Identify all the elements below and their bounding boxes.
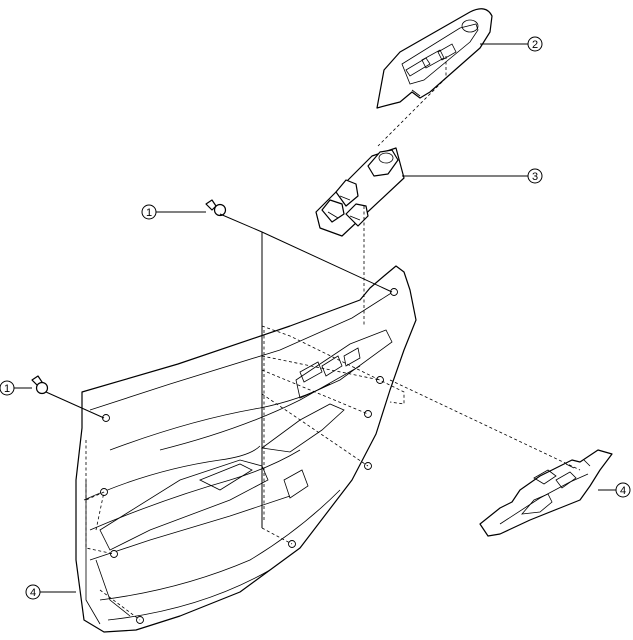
window-switch-block — [315, 147, 405, 237]
clip-upper — [205, 199, 227, 217]
callout-4-left: 4 — [25, 584, 41, 600]
callout-4-right-label: 4 — [620, 485, 626, 497]
callout-4-left-label: 4 — [30, 587, 36, 599]
door-trim-panel — [75, 265, 417, 633]
callout-4-right: 4 — [615, 482, 631, 498]
callout-2-label: 2 — [532, 39, 538, 51]
window-switch-panel — [376, 8, 493, 109]
side-trim-piece — [479, 449, 613, 537]
callout-1-upper: 1 — [141, 204, 157, 220]
assembly-lines — [14, 43, 616, 621]
panel-clip-holes — [100, 288, 398, 624]
callout-2: 2 — [527, 36, 543, 52]
callout-3: 3 — [527, 168, 543, 184]
callout-3-label: 3 — [532, 171, 538, 183]
callout-1-left-label: 1 — [4, 383, 10, 395]
callout-1-left: 1 — [0, 380, 15, 396]
clip-left — [31, 375, 49, 395]
callout-1-upper-label: 1 — [146, 207, 152, 219]
